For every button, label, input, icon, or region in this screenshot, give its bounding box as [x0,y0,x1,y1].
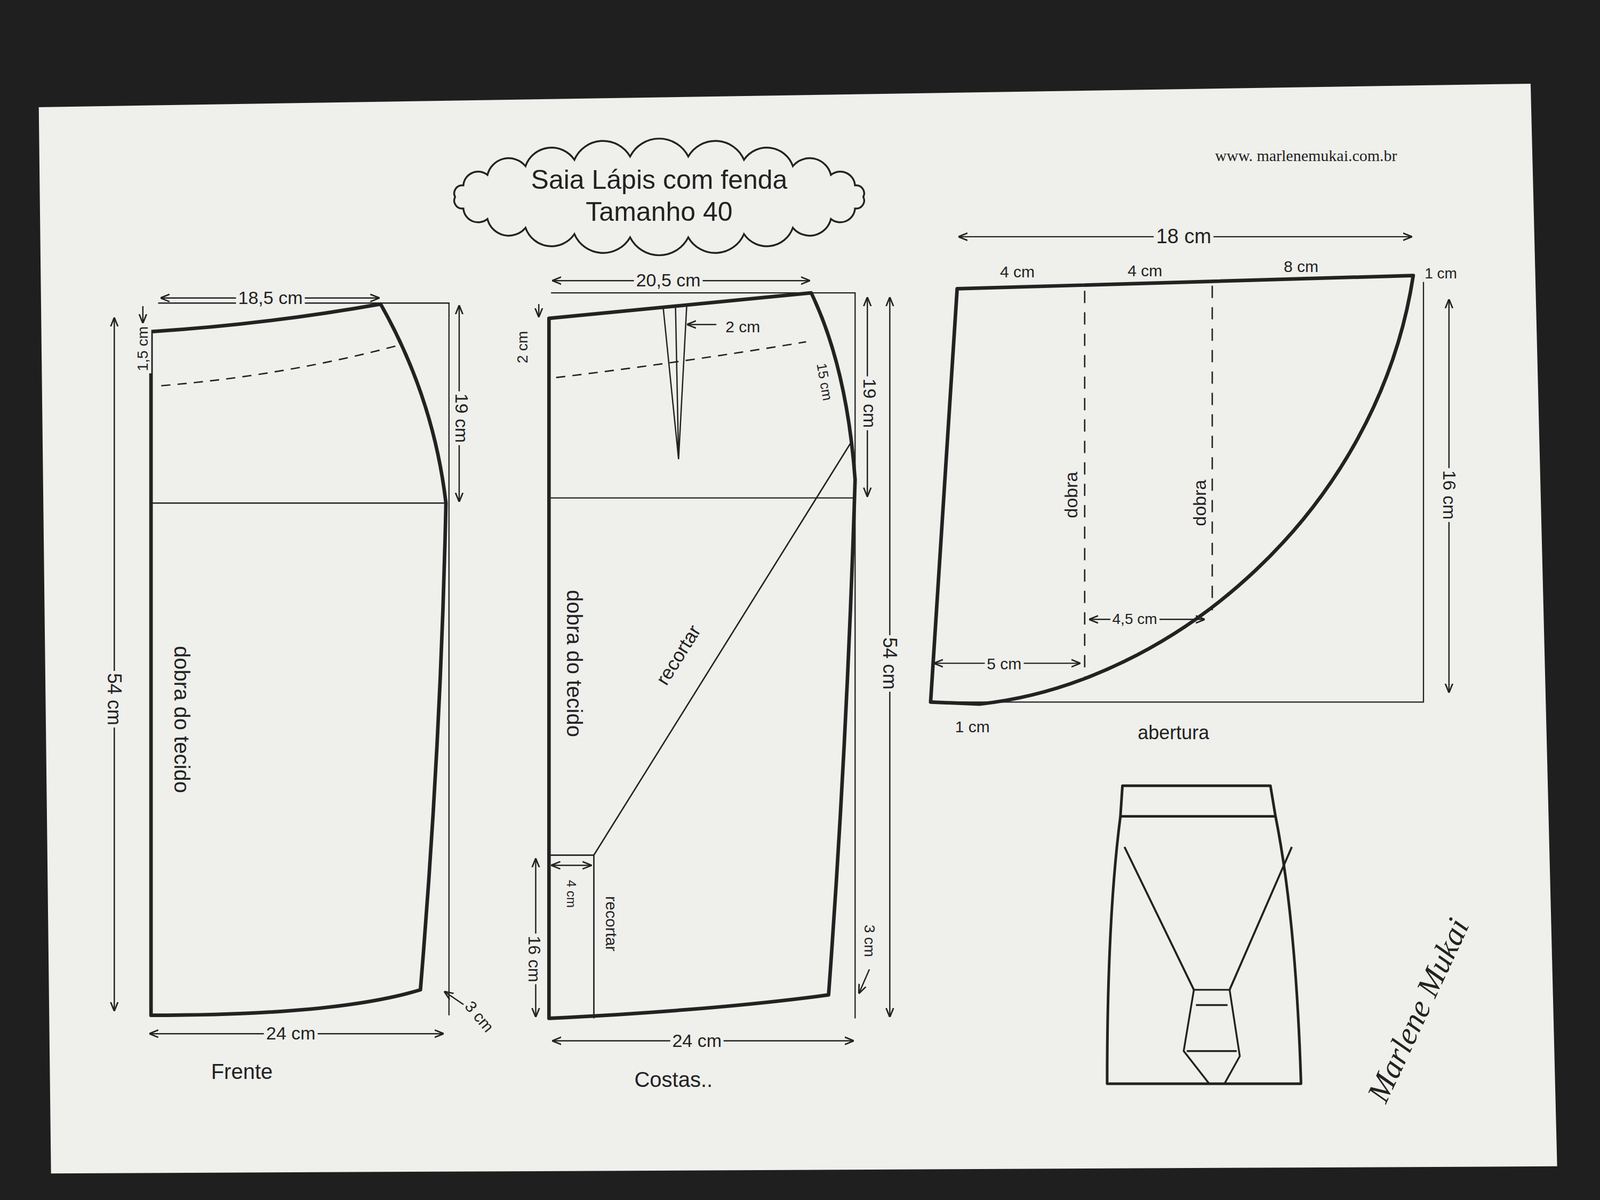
hip-line [548,497,855,499]
skirt-outline [1107,785,1302,1084]
back-piece [535,280,890,1041]
guide-rectangle [550,292,855,1019]
dimension-arrow [859,969,870,994]
guide-rectangle [930,275,1424,703]
dimension-label: 3 cm [861,922,878,960]
cut-note: recortar [602,893,621,954]
dimension-label: 18,5 cm [236,288,306,308]
cut-note: recortar [651,619,707,691]
dimension-label: 54 cm [879,635,901,692]
fold-note: dobra do tecido [562,587,587,740]
dimension-label: 24 cm [669,1030,724,1051]
facing-outline [930,275,1414,705]
dimension-arrow [688,323,717,325]
facing-line [556,341,807,378]
dimension-label: 16 cm [524,933,543,985]
dart [663,305,687,460]
dimension-label: 4 cm [1125,261,1165,280]
dimension-label: 19 cm [859,376,879,430]
dimension-label: 20,5 cm [634,270,703,291]
dimension-arrow [444,992,464,1006]
fold-line [1084,285,1213,678]
piece-name: Costas.. [632,1067,715,1092]
dimension-label: 8 cm [1281,257,1321,276]
style-line [1124,846,1292,990]
dimension-label: 1,5 cm [134,324,151,374]
guide-rectangle [158,302,450,1015]
dimension-label: 4,5 cm [1110,611,1160,628]
dimension-label: 19 cm [451,391,471,446]
slit-detail [1183,989,1240,1084]
cut-box [548,854,594,1019]
skirt-sketch [1107,785,1302,1084]
title: Saia Lápis com fenda Tamanho 40 [493,163,825,228]
dimension-arrow [142,306,144,323]
waistband [1120,814,1276,818]
website-url: www. marlenemukai.com.br [1212,146,1399,164]
dimension-label: 5 cm [984,654,1024,672]
dimension-arrow [538,304,540,317]
dimension-label: 24 cm [264,1023,318,1044]
opening-label: abertura [1135,722,1212,744]
back-outline [548,292,855,1019]
slit-facing-piece [930,236,1450,704]
dimension-label: 16 cm [1438,468,1459,523]
dimension-label: 2 cm [514,328,531,366]
dimension-arrow [113,318,115,1011]
dimension-label: 18 cm [1154,225,1214,248]
fold-note: dobra [1189,477,1210,529]
fold-note: dobra do tecido [170,643,194,796]
dimension-label: 2 cm [723,317,763,336]
dimension-arrow [552,864,591,866]
dimension-label: 3 cm [460,995,499,1037]
front-piece [114,298,464,1034]
paper-sheet [38,83,1558,1174]
dimension-label: 1 cm [1422,265,1460,282]
cut-line [594,441,853,856]
piece-name: Frente [209,1059,276,1084]
dimension-label: 4 cm [997,262,1037,280]
fold-note: dobra [1061,469,1082,520]
title-cloud [454,138,865,256]
front-outline [150,304,446,1016]
signature: Marlene Mukai [1359,910,1477,1110]
dimension-label: 1 cm [953,717,992,736]
hip-line [150,502,446,504]
dimension-label: 4 cm [564,877,579,910]
dimension-label: 15 cm [813,359,836,404]
dimension-label: 54 cm [103,670,125,728]
facing-line [161,345,400,387]
